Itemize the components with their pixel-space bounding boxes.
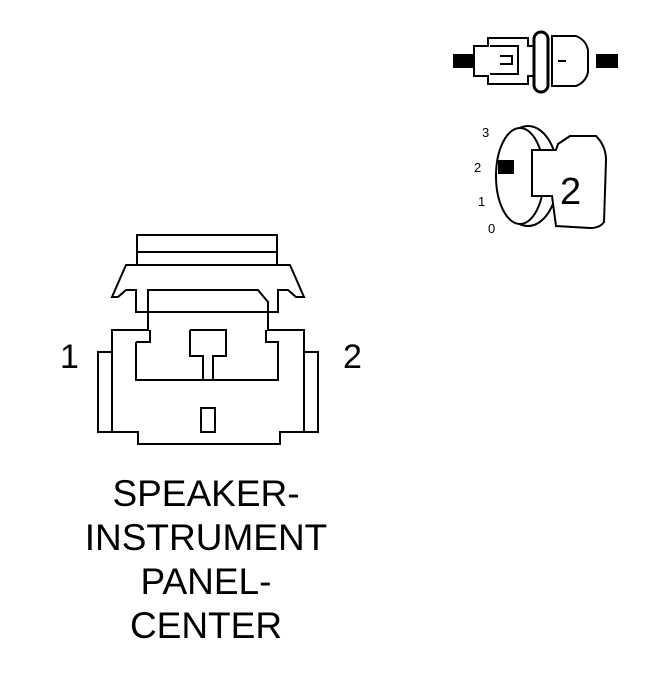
- position-marker-icon: [498, 160, 514, 174]
- scale-label-3: 3: [482, 125, 489, 140]
- scale-label-2: 2: [474, 160, 481, 175]
- connector-title: SPEAKER- INSTRUMENT PANEL- CENTER: [85, 473, 328, 646]
- title-line-1: SPEAKER-: [112, 473, 299, 514]
- scale-label-0: 0: [488, 221, 495, 236]
- position-indicator: 3 2 1 0 2: [474, 125, 608, 236]
- title-line-3: PANEL-: [141, 561, 272, 602]
- position-disc-icon: [495, 125, 608, 230]
- connector-side-view-icon: [453, 30, 618, 94]
- pin-2-label: 2: [343, 338, 362, 376]
- title-line-4: CENTER: [130, 605, 282, 646]
- title-line-2: INSTRUMENT: [85, 517, 328, 558]
- scale-label-1: 1: [478, 194, 485, 209]
- pin-1-label: 1: [60, 338, 79, 376]
- position-value-label: 2: [560, 171, 581, 213]
- connector-face-icon: [97, 234, 319, 445]
